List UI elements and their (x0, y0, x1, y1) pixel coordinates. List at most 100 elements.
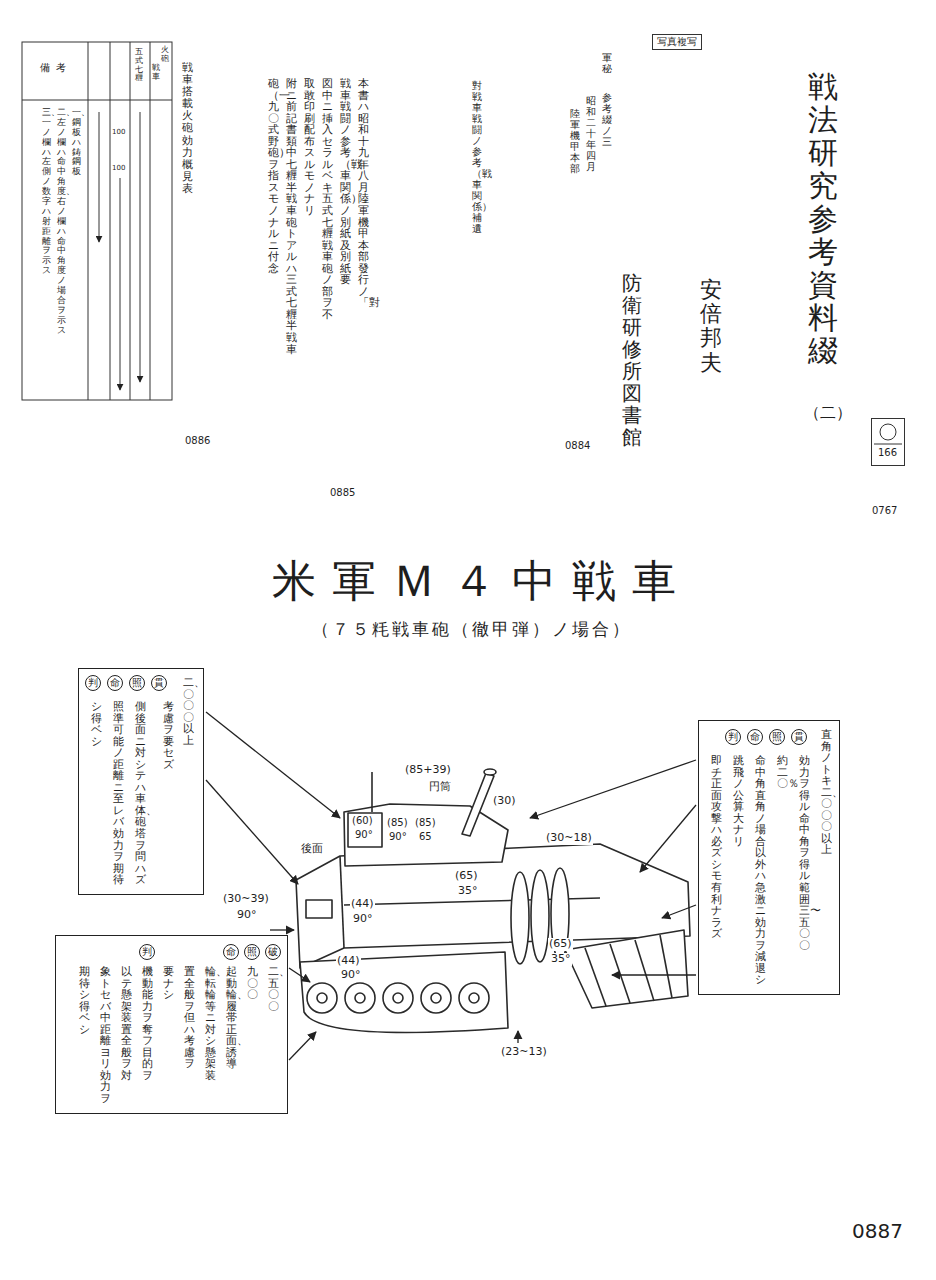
track-link (635, 940, 654, 1001)
leader-arrow (612, 974, 696, 975)
circled-label: 照 (244, 944, 260, 960)
muzzle (484, 769, 496, 775)
stamp-circle (880, 424, 896, 440)
circled-character: 貫 (794, 732, 804, 742)
antenna (371, 772, 373, 812)
callout-text: 九〇〇 (247, 966, 258, 1001)
circled-label: 命 (107, 675, 123, 691)
node-text: 五式七糎 (135, 48, 143, 83)
road-wheel (307, 983, 337, 1013)
leader-arrow (530, 760, 696, 818)
page-number: 0767 (872, 505, 897, 517)
leader-arrow (206, 780, 298, 884)
impact-angle: 35° (457, 885, 479, 898)
leader-arrow (289, 1032, 316, 1060)
rear-track (300, 952, 508, 1032)
circled-label: 判 (725, 729, 741, 745)
circled-character: 命 (226, 947, 236, 957)
circled-label: 照 (129, 675, 145, 691)
table-border (22, 42, 172, 400)
leader-arrow (662, 905, 696, 918)
hull-band (511, 872, 529, 964)
volume-number: （二） (804, 404, 852, 422)
circled-label: 命 (747, 729, 763, 745)
node-text: 三、一ノ欄ハ左側ノ数字ハ射距離ヲ示ス (42, 108, 51, 276)
callout-box: 二、〇〇〇以上考慮ヲ要セズ側後面ニ対シテハ車体、砲塔ヲ問ハズ照準可能ノ距離ニ至レ… (78, 668, 204, 895)
leader-arrow (517, 1031, 518, 1043)
armor-value: (44) (350, 898, 375, 911)
table-rule (150, 42, 151, 400)
preface-text: 本書ハ昭和十九年八月陸軍機甲本部發行ノ「對 (358, 78, 369, 309)
leader-arrow (289, 968, 310, 982)
issue-date: 昭和二十年四月 (586, 95, 596, 172)
callout-text: 輪、転輪等ニ対シ懸架装 (205, 966, 216, 1081)
impact-angle: 65 (418, 831, 433, 843)
callout-text: 要ナシ (163, 966, 174, 1001)
document-title: 戦法研究参考資料綴 (808, 70, 838, 367)
armor-value: (60) (351, 815, 374, 827)
page-number: 0886 (185, 435, 210, 447)
impact-angle: 90° (236, 909, 258, 922)
callout-text: 象トセバ中距離ヨリ効力ヲ (100, 966, 111, 1105)
gun-barrel (462, 773, 494, 836)
circled-character: 照 (247, 947, 257, 957)
part-name: 円筒 (428, 781, 452, 794)
armor-value: (23~13) (500, 1046, 548, 1059)
m4-tank-sketch (296, 769, 690, 1032)
road-wheel (383, 983, 413, 1013)
node-text: 100 (112, 128, 125, 136)
road-wheel (345, 983, 375, 1013)
armor-value: (85+39) (404, 764, 452, 777)
library-stamp: 166 (871, 418, 905, 466)
armor-value: (30~39) (222, 893, 270, 906)
diagram-subheading: （７５粍戦車砲（徹甲弾）ノ場合） (312, 620, 632, 640)
range-arrow (120, 178, 121, 390)
range-arrow (99, 112, 100, 242)
circled-label: 貫 (791, 729, 807, 745)
callout-text: 側後面ニ対シテハ車体、砲塔ヲ問ハズ (135, 701, 146, 886)
data-table: 戦車搭載火砲効力概見表備考火砲戦車五式七糎一、鋼板ハ鋳鋼板二、左ノ欄ハ命中角度、… (22, 42, 204, 402)
armor-value: (65) (548, 938, 573, 951)
author-name: 安倍邦夫 (700, 278, 722, 375)
file-number: 参考綴ノ三 (602, 92, 612, 147)
preface-text: 図中ニ挿入セラルベキ五式七糎戦車砲ノ部ヲ不 (322, 78, 333, 320)
hull-band (531, 870, 549, 962)
callout-text: 効力ヲ得ル命中角ヲ得ル範囲三〜五〇〇 (799, 755, 810, 951)
circled-label: 命 (223, 944, 239, 960)
preface-text: 取敢印刷配布スルモノナリ (304, 78, 315, 217)
node-text: 100 (112, 164, 125, 172)
range-arrow (140, 112, 141, 382)
node-text: 火砲 (161, 46, 169, 64)
circled-label: 貫 (151, 675, 167, 691)
road-wheel (421, 983, 451, 1013)
table-rule (88, 42, 89, 400)
wheel-hub (393, 993, 403, 1003)
rear-plate (306, 900, 332, 918)
node-text: 二、左ノ欄ハ命中角度、右ノ欄ハ命中角度ノ場合ヲ示ス (57, 108, 66, 335)
wheel-hub (355, 993, 365, 1003)
leader-arrow (270, 929, 294, 930)
callout-text: 命中角直角ノ場合以外ハ急激ニ効力ヲ減退シ (755, 755, 766, 986)
circled-character: 命 (110, 678, 120, 688)
front-track (565, 930, 688, 1008)
preface-text: 砲（一九〇式野砲）ヲ指スモノナルニ付念 (268, 78, 279, 274)
callout-text: 跳飛ノ公算大ナリ (733, 755, 744, 847)
circled-label: 照 (769, 729, 785, 745)
callout-text: 二、五〇〇 (268, 966, 279, 1012)
wheel-hub (431, 993, 441, 1003)
impact-angle: 35° (550, 953, 572, 966)
circled-character: 破 (268, 947, 278, 957)
classification-mark: 軍秘 (602, 52, 612, 74)
circled-label: 破 (265, 944, 281, 960)
callout-box: 直角ノトキ二、〇〇〇以上効力ヲ得ル命中角ヲ得ル範囲三〜五〇〇約二〇％命中角直角ノ… (698, 720, 840, 995)
armor-value: (85) (386, 817, 409, 829)
track-link (660, 935, 672, 998)
callout-text: シ得ベシ (91, 701, 102, 747)
table-rule (130, 42, 131, 400)
cupola (348, 813, 382, 847)
armor-value: (44) (336, 955, 361, 968)
node-text: 写真複写 (657, 36, 697, 48)
node-text: 166 (878, 447, 897, 459)
part-name: 後面 (300, 843, 324, 856)
hull-edge (340, 856, 344, 948)
